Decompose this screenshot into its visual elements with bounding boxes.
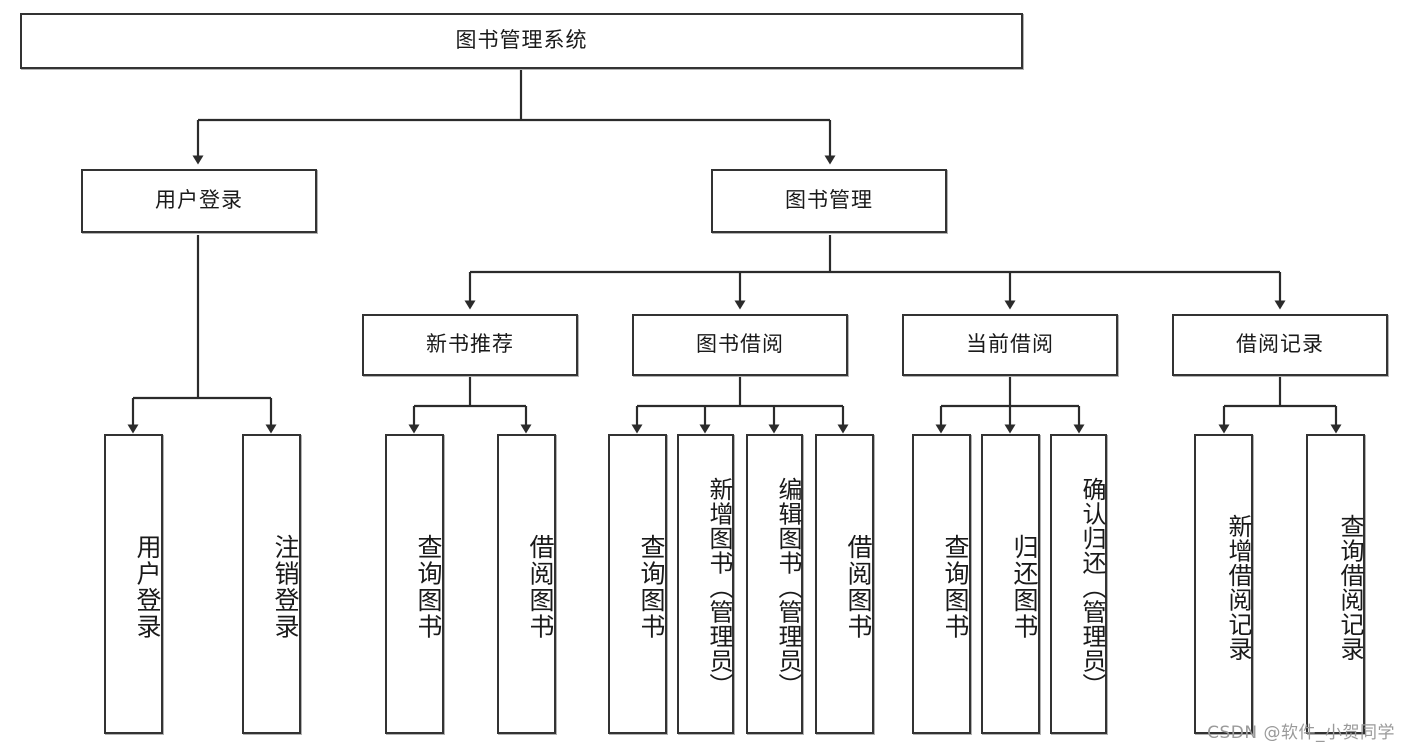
node-label: 查询借阅记录 [1336,513,1364,661]
leaf-current-confirm-return-admin[interactable]: 确认归还（管理员） [1050,434,1107,734]
node-label: 用户登录 [133,534,162,640]
node-label: 归还图书 [1010,534,1039,640]
node-label: 新增图书（管理员） [705,476,733,698]
node-label: 查询图书 [637,534,666,640]
node-new-book-recommend[interactable]: 新书推荐 [362,314,578,376]
leaf-borrow-query-book[interactable]: 查询图书 [608,434,667,734]
node-label: 新书推荐 [426,332,514,357]
node-label: 新增借阅记录 [1224,513,1252,661]
node-book-management[interactable]: 图书管理 [711,169,947,233]
node-label: 编辑图书（管理员） [774,476,802,698]
node-label: 图书管理系统 [455,28,588,53]
leaf-borrow-edit-book-admin[interactable]: 编辑图书（管理员） [746,434,803,734]
node-label: 注销登录 [271,534,300,640]
node-label: 借阅图书 [844,534,873,640]
node-label: 借阅记录 [1236,332,1324,357]
node-label: 查询图书 [414,534,443,640]
csdn-watermark: CSDN @软件_小贺同学 [1207,723,1395,743]
node-label: 确认归还（管理员） [1078,476,1106,698]
leaf-record-query-borrow-record[interactable]: 查询借阅记录 [1306,434,1365,734]
node-label: 图书管理 [785,188,873,213]
node-root-book-management-system[interactable]: 图书管理系统 [20,13,1023,69]
leaf-current-query-book[interactable]: 查询图书 [912,434,971,734]
node-label: 用户登录 [155,188,243,213]
node-current-borrow[interactable]: 当前借阅 [902,314,1118,376]
leaf-record-add-borrow-record[interactable]: 新增借阅记录 [1194,434,1253,734]
node-book-borrow[interactable]: 图书借阅 [632,314,848,376]
leaf-borrow-add-book-admin[interactable]: 新增图书（管理员） [677,434,734,734]
leaf-recommend-query-book[interactable]: 查询图书 [385,434,444,734]
node-label: 当前借阅 [966,332,1054,357]
leaf-user-login[interactable]: 用户登录 [104,434,163,734]
leaf-borrow-borrow-book[interactable]: 借阅图书 [815,434,874,734]
leaf-user-logout[interactable]: 注销登录 [242,434,301,734]
node-user-login[interactable]: 用户登录 [81,169,317,233]
node-borrow-record[interactable]: 借阅记录 [1172,314,1388,376]
node-label: 借阅图书 [526,534,555,640]
node-label: 查询图书 [941,534,970,640]
node-label: 图书借阅 [696,332,784,357]
leaf-current-return-book[interactable]: 归还图书 [981,434,1040,734]
leaf-recommend-borrow-book[interactable]: 借阅图书 [497,434,556,734]
